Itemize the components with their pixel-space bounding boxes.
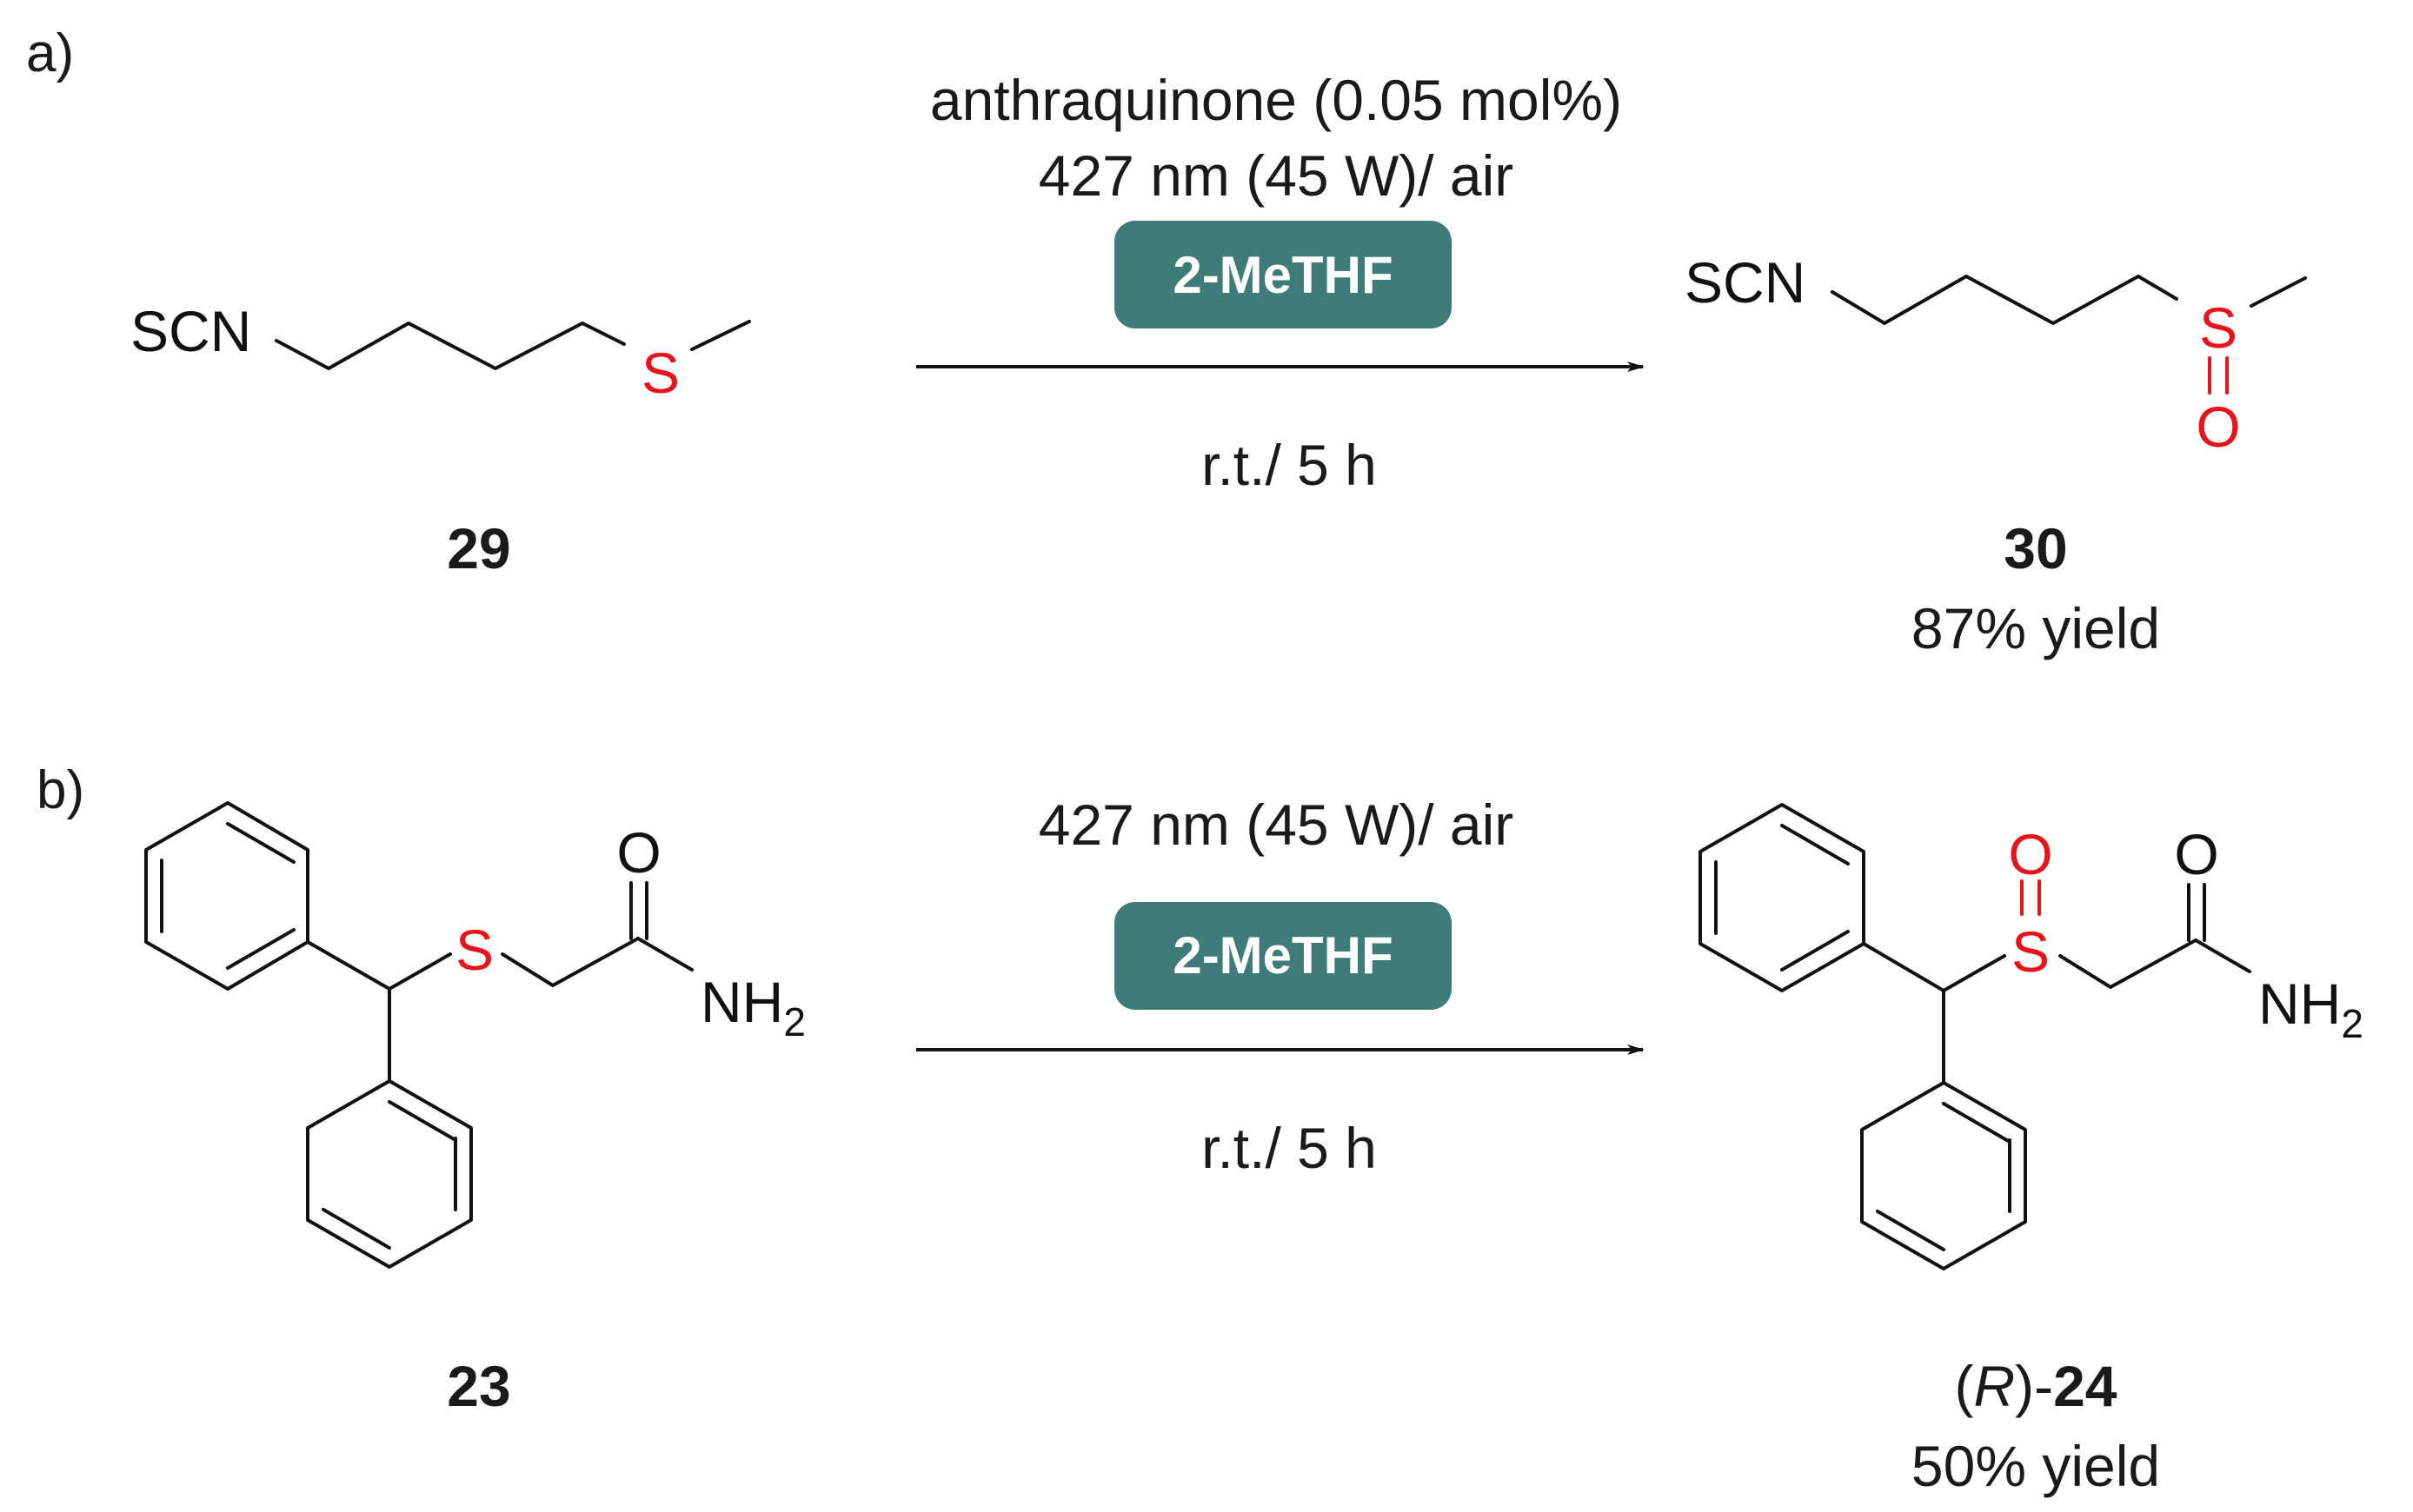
compound-24-amine: NH2 (2258, 972, 2363, 1046)
panel-a-solvent-label: 2-MeTHF (1173, 246, 1393, 304)
panel-a-condition-catalyst: anthraquinone (0.05 mol%) (930, 68, 1622, 132)
compound-24-ch2-chain (2058, 938, 2197, 989)
compound-23-ch-s-bond (388, 952, 452, 991)
compound-30-label: 30 (2004, 516, 2067, 580)
compound-30-structure: SCN S O (1685, 250, 2307, 459)
compound-24-sulfoxide-oxygen: O (2008, 822, 2052, 886)
panel-a-condition-light: 427 nm (45 W)/ air (1039, 143, 1514, 208)
compound-23-amine: NH2 (701, 970, 806, 1044)
compound-29-chain (275, 322, 626, 370)
compound-24-methine (1862, 942, 1945, 1084)
compound-24-phenyl-upper-inner-1 (1780, 824, 1850, 865)
compound-24-phenyl-lower (1860, 1081, 2027, 1270)
compound-23-phenyl-upper (144, 801, 309, 991)
compound-30-yield: 87% yield (1911, 596, 2160, 660)
compound-24-phenyl-lower-inner-3 (1876, 1210, 1945, 1251)
compound-23-phenyl-lower-inner-1 (388, 1100, 457, 1142)
compound-24-structure: S O O NH2 (1698, 803, 2363, 1270)
panel-b-condition-time: r.t./ 5 h (1201, 1116, 1377, 1180)
compound-23-methine (306, 940, 391, 1083)
compound-23-phenyl-upper-inner-1 (226, 822, 296, 864)
compound-24-carbonyl-oxygen: O (2174, 822, 2218, 886)
compound-24-phenyl-lower-inner-1 (1942, 1102, 2011, 1144)
compound-30-methyl (2250, 276, 2307, 308)
compound-29-label: 29 (447, 516, 510, 580)
compound-23-phenyl-upper-inner-2 (226, 928, 296, 970)
compound-30-chain (1831, 275, 2178, 325)
compound-29-sulfur: S (641, 341, 680, 405)
compound-24-phenyl-upper (1698, 803, 1865, 992)
compound-23-ch2-chain (501, 937, 640, 987)
compound-23-structure: S O NH2 (144, 801, 806, 1269)
panel-a-tag: a) (26, 23, 74, 83)
compound-29-methyl (690, 320, 751, 351)
compound-29-scn-group: SCN (130, 299, 251, 363)
compound-24-cn-bond (2194, 938, 2251, 973)
panel-b-solvent-label: 2-MeTHF (1173, 926, 1393, 985)
compound-23-sulfur: S (455, 918, 494, 982)
panel-a-solvent-pill (1114, 221, 1452, 328)
panel-b-condition-light: 427 nm (45 W)/ air (1039, 792, 1514, 857)
compound-24-sulfur: S (2011, 919, 2050, 984)
compound-30-oxygen: O (2196, 395, 2240, 459)
compound-24-ch-s-bond (1942, 954, 2006, 992)
compound-23-label: 23 (447, 1354, 510, 1418)
compound-23-phenyl-lower-inner-3 (322, 1208, 391, 1250)
compound-24-label: (R)-24 (1954, 1354, 2117, 1418)
compound-24-yield: 50% yield (1911, 1434, 2160, 1498)
compound-30-scn-group: SCN (1685, 250, 1805, 315)
panel-b-tag: b) (37, 760, 84, 820)
panel-b-solvent-pill (1114, 902, 1452, 1010)
compound-23-phenyl-lower (306, 1079, 473, 1269)
compound-24-phenyl-upper-inner-2 (1780, 930, 1850, 972)
panel-a-condition-time: r.t./ 5 h (1201, 433, 1377, 497)
compound-23-carbonyl-oxygen: O (616, 820, 661, 885)
compound-30-sulfur: S (2199, 295, 2237, 360)
compound-29-structure: SCN S (130, 299, 751, 405)
compound-23-cn-bond (636, 937, 694, 972)
